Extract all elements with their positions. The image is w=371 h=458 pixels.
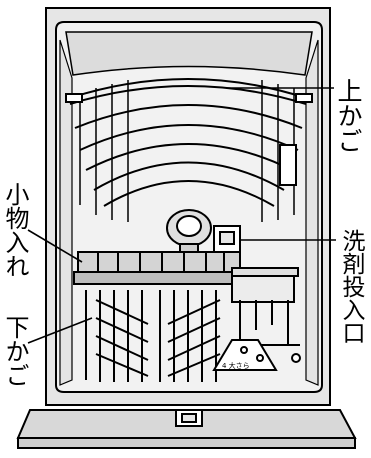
leader-lower-basket: [27, 317, 93, 344]
tub-side-walls: [59, 39, 319, 386]
upper-basket: [69, 78, 307, 207]
door-handle: [175, 409, 203, 427]
tub-ceiling: [65, 31, 313, 76]
lower-basket-label: 下かご: [1, 315, 29, 387]
detergent-inlet: [213, 225, 241, 253]
upper-basket-rails: [65, 93, 313, 186]
callout-leaders: [27, 87, 336, 344]
small-items-tray: [77, 251, 241, 273]
detergent-inlet-label: 洗剤投入口: [338, 229, 364, 344]
leader-small-items: [27, 229, 83, 263]
upper-basket-tines: [79, 80, 295, 222]
lower-basket-rail: [73, 267, 299, 285]
small-items-label: 小物入れ: [1, 182, 29, 278]
lower-basket-tines: [85, 290, 221, 382]
lower-basket-right: [212, 275, 301, 371]
basket-tag-text: 4 大さら: [222, 361, 250, 370]
spray-arm-hub: [166, 209, 212, 261]
upper-basket-label: 上かご: [334, 78, 363, 153]
